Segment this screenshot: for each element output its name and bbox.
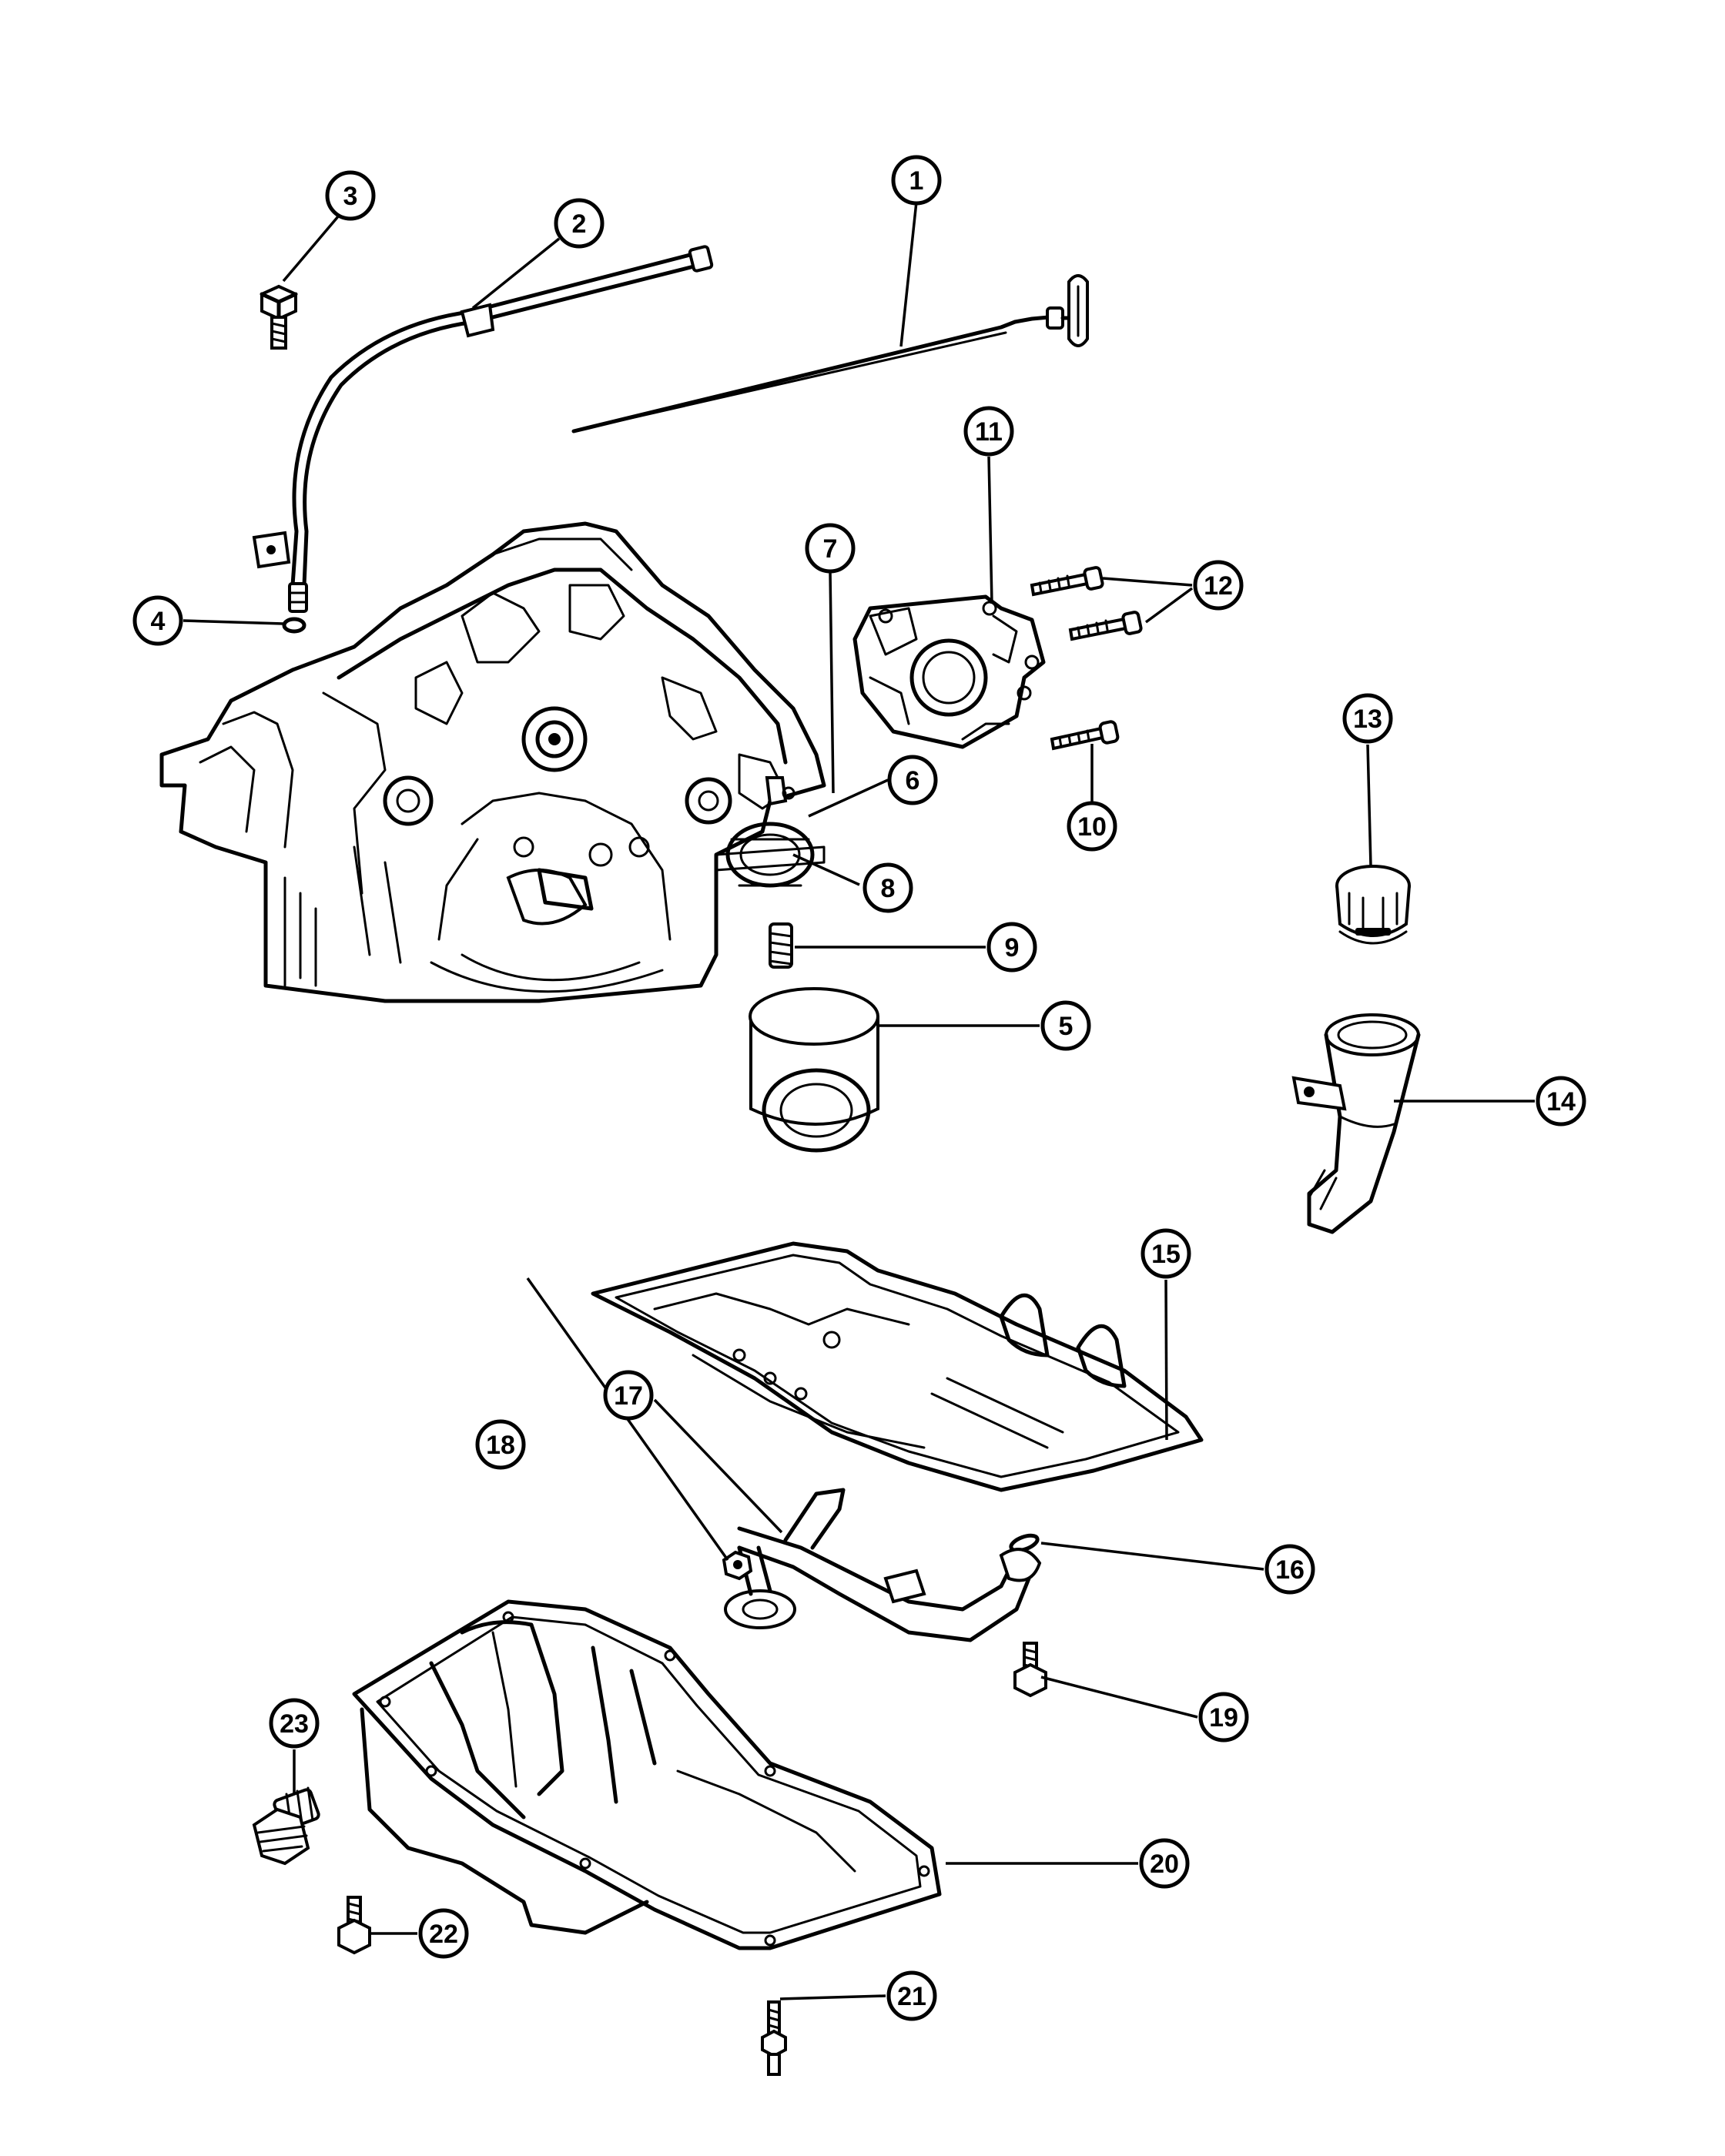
callout-14: 14	[1536, 1076, 1586, 1127]
svg-text:23: 23	[280, 1709, 309, 1739]
svg-text:2: 2	[572, 209, 587, 239]
svg-text:8: 8	[881, 874, 896, 903]
callout-4: 4	[132, 595, 183, 646]
svg-text:3: 3	[343, 182, 358, 211]
callout-9: 9	[986, 922, 1037, 973]
callout-17: 17	[603, 1370, 654, 1421]
svg-text:21: 21	[897, 1982, 926, 2011]
oil-pan-icon	[352, 1599, 942, 1950]
callout-1: 1	[891, 155, 942, 206]
stud-icon	[761, 2000, 787, 2076]
svg-text:14: 14	[1546, 1087, 1576, 1116]
filter-housing-icon	[725, 822, 815, 888]
oil-filter-icon	[749, 987, 879, 1153]
oil-pressure-sender-icon	[765, 776, 796, 806]
callout-22: 22	[418, 1908, 469, 1959]
callout-21: 21	[886, 1970, 937, 2021]
filter-adapter-icon	[715, 845, 826, 872]
callout-18: 18	[475, 1419, 526, 1470]
callout-8: 8	[862, 862, 913, 913]
svg-text:10: 10	[1077, 812, 1107, 842]
callout-19: 19	[1198, 1692, 1249, 1743]
svg-text:15: 15	[1151, 1240, 1181, 1269]
callout-11: 11	[963, 406, 1014, 457]
dipstick-icon	[571, 274, 1089, 434]
callout-5: 5	[1040, 1000, 1091, 1051]
svg-text:13: 13	[1353, 705, 1382, 734]
callout-12: 12	[1193, 560, 1244, 611]
callout-10: 10	[1067, 801, 1117, 852]
pump-bolts-icon	[1030, 566, 1143, 641]
svg-text:22: 22	[429, 1920, 458, 1949]
callout-7: 7	[805, 523, 856, 574]
svg-text:4: 4	[151, 607, 166, 636]
oil-pump-icon	[852, 594, 1046, 749]
pan-bolt-icon	[337, 1896, 371, 1955]
svg-text:9: 9	[1005, 933, 1020, 962]
svg-text:7: 7	[823, 534, 838, 564]
oil-pickup-tube-icon	[724, 1488, 1042, 1642]
nut-icon	[722, 1550, 753, 1581]
svg-text:18: 18	[486, 1431, 515, 1460]
callout-15: 15	[1141, 1228, 1191, 1279]
svg-text:5: 5	[1059, 1012, 1074, 1041]
svg-text:17: 17	[614, 1381, 643, 1411]
callout-13: 13	[1342, 693, 1393, 744]
oil-filler-cap-icon	[1335, 865, 1411, 945]
callout-6: 6	[887, 755, 938, 805]
dipstick-tube-icon	[252, 245, 714, 613]
callout-3: 3	[325, 170, 376, 221]
engine-block-icon	[159, 521, 826, 1003]
o-ring-seal-icon	[1009, 1533, 1040, 1553]
bolt-icon	[260, 284, 298, 350]
svg-text:19: 19	[1209, 1703, 1238, 1732]
screw-icon	[1050, 720, 1120, 751]
callout-16: 16	[1264, 1544, 1315, 1595]
filter-stud-icon	[769, 922, 793, 969]
svg-text:16: 16	[1275, 1555, 1305, 1585]
svg-text:12: 12	[1204, 571, 1233, 601]
svg-text:11: 11	[975, 417, 1003, 447]
o-ring-icon	[282, 617, 306, 634]
callout-2: 2	[554, 198, 605, 249]
callout-23: 23	[269, 1698, 320, 1749]
drain-plug-icon	[252, 1786, 320, 1866]
windage-tray-icon	[591, 1241, 1204, 1492]
svg-text:1: 1	[909, 166, 924, 196]
callout-20: 20	[1139, 1838, 1190, 1889]
pickup-bolt-icon	[1013, 1642, 1047, 1698]
svg-text:20: 20	[1150, 1850, 1179, 1879]
oil-filler-tube-icon	[1291, 1013, 1421, 1234]
svg-text:6: 6	[906, 766, 920, 795]
